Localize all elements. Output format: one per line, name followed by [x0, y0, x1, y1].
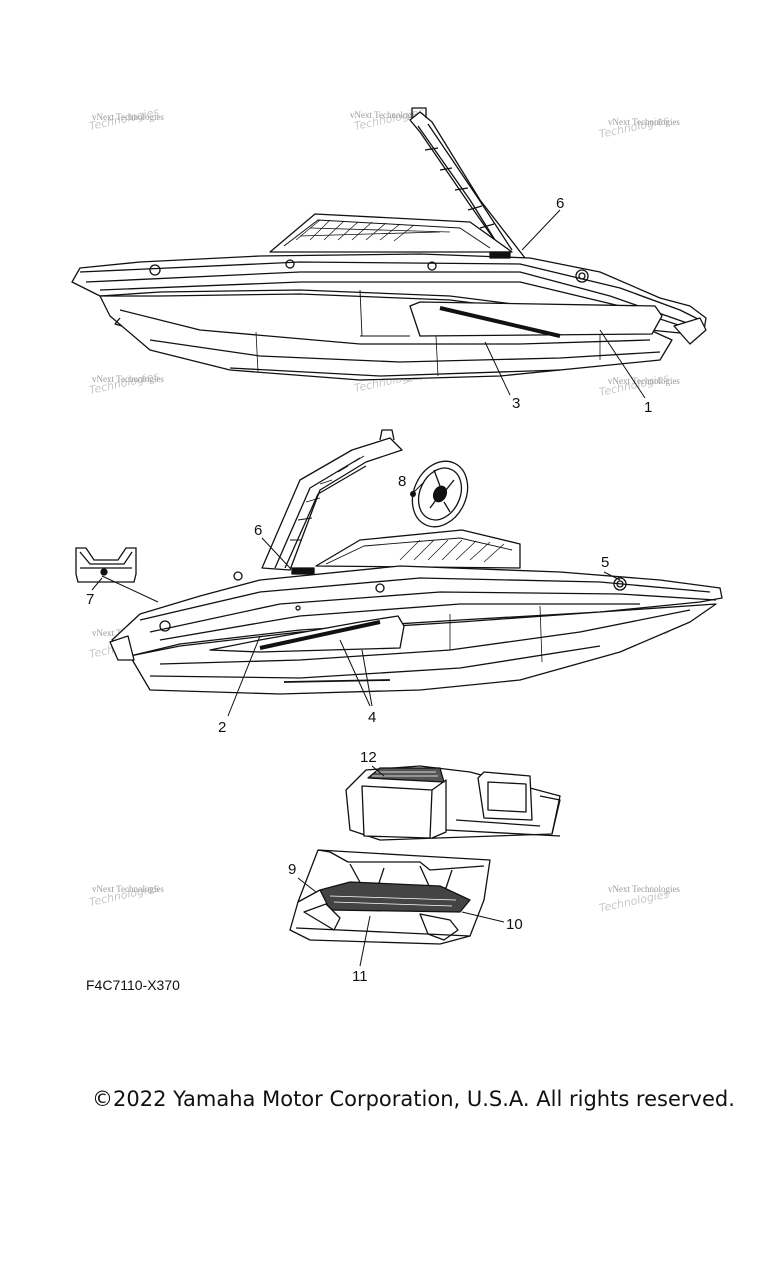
leader-lines: [91, 481, 621, 717]
leader-line: [371, 765, 385, 777]
callout-8: 8: [398, 473, 406, 490]
callout-3: 3: [512, 395, 520, 412]
exploded-parts-diagram: Technologies vNext Technologies Technolo…: [71, 105, 723, 985]
callout-12: 12: [360, 749, 377, 766]
callout-6: 6: [556, 195, 564, 212]
steering-wheel: [411, 460, 469, 528]
leader-lines: [484, 209, 646, 399]
callout-4: 4: [368, 709, 376, 726]
callout-10: 10: [506, 916, 523, 933]
callout-2: 2: [218, 719, 226, 736]
diagram-part-code: F4C7110-X370: [86, 977, 180, 993]
callout-6: 6: [254, 522, 262, 539]
console-detail: [345, 765, 561, 841]
watermark-text: vNext Technologies: [608, 884, 680, 894]
boat-starboard-view: [71, 107, 707, 381]
callout-5: 5: [601, 554, 609, 571]
copyright-notice: ©2022 Yamaha Motor Corporation, U.S.A. A…: [92, 1087, 735, 1111]
watermark-text: vNext Technologies: [92, 884, 164, 894]
leader-lines: [297, 877, 505, 967]
stern-seat-detail: [289, 849, 491, 945]
watermark-text: vNext Technologies: [92, 112, 164, 122]
watermark-text: vNext Technologies: [350, 110, 422, 120]
bow-inset: [75, 547, 137, 583]
boat-port-view: [109, 429, 723, 695]
watermark-text: vNext Technologies: [92, 374, 164, 384]
callout-7: 7: [86, 591, 94, 608]
callout-11: 11: [352, 968, 368, 985]
callout-9: 9: [288, 861, 296, 878]
watermark-text: vNext Technologies: [608, 376, 680, 386]
wheel-center-emblem: [410, 491, 416, 497]
callout-1: 1: [644, 399, 652, 416]
watermark-text: vNext Technologies: [608, 117, 680, 127]
